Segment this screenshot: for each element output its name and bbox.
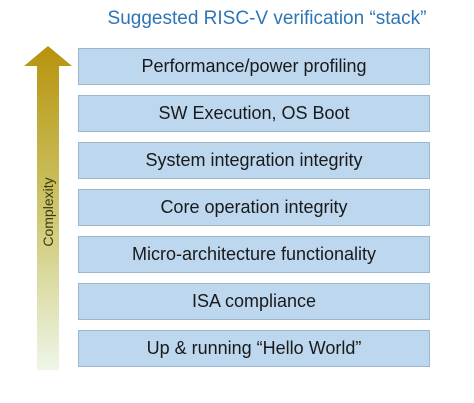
- layer-hello-world: Up & running “Hello World”: [78, 330, 430, 367]
- layer-sw-execution-os-boot: SW Execution, OS Boot: [78, 95, 430, 132]
- complexity-axis-label: Complexity: [40, 177, 56, 247]
- layer-core-operation-integrity: Core operation integrity: [78, 189, 430, 226]
- layer-system-integration-integrity: System integration integrity: [78, 142, 430, 179]
- layer-isa-compliance: ISA compliance: [78, 283, 430, 320]
- complexity-arrow: [24, 46, 72, 370]
- diagram-title: Suggested RISC-V verification “stack”: [107, 8, 427, 29]
- up-arrow-icon: [24, 46, 72, 370]
- layer-performance-power-profiling: Performance/power profiling: [78, 48, 430, 85]
- verification-stack: Performance/power profiling SW Execution…: [78, 48, 430, 367]
- layer-micro-architecture-functionality: Micro-architecture functionality: [78, 236, 430, 273]
